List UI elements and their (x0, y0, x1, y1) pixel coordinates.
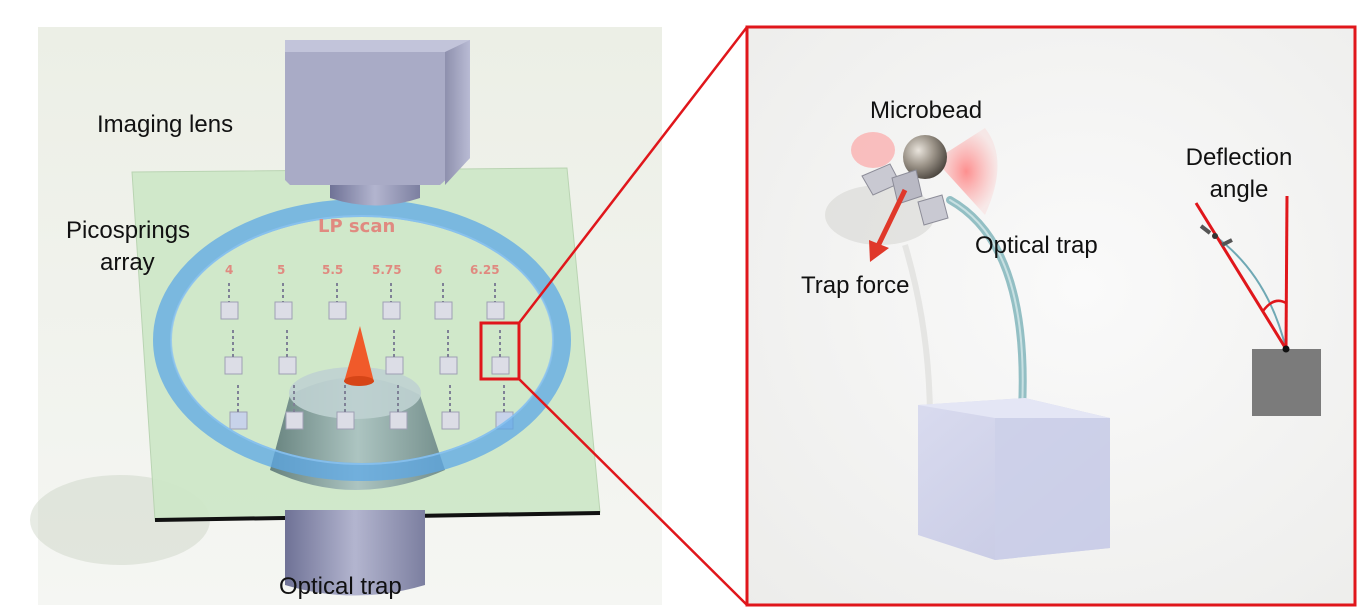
trap-cone-base (344, 376, 374, 386)
spring-block (389, 411, 408, 430)
column-label: 6 (434, 263, 443, 277)
picosprings-array (220, 283, 514, 430)
inset-clamp (1199, 224, 1212, 235)
spring-block (434, 301, 453, 320)
deflection-diagram (1194, 195, 1321, 416)
trap-force-arrowhead (869, 240, 889, 262)
inset-fiber (1214, 235, 1287, 350)
angle-arc (1261, 299, 1287, 312)
microbead (903, 135, 947, 179)
fiber-shadow (902, 244, 933, 421)
trap-cone (344, 326, 374, 382)
optical-fiber-highlight (949, 199, 1024, 411)
trap-force-arrow (875, 188, 908, 248)
zoom-source-box (479, 321, 521, 381)
base-cube-side (995, 418, 1110, 560)
scan-ring (153, 199, 571, 481)
zoom-connector-bottom (518, 378, 748, 606)
spring-block (441, 411, 460, 430)
label-picosprings-line2: array (100, 249, 155, 276)
optical-trap-cylinder (285, 510, 425, 596)
clamp-block (891, 169, 923, 205)
column-label: 5.75 (372, 263, 402, 277)
zoom-connector-top (518, 26, 748, 324)
label-optical-trap-overview: Optical trap (279, 573, 402, 600)
deflected-line (1194, 202, 1288, 350)
spring-block (274, 301, 293, 320)
label-deflection-line2: angle (1209, 176, 1269, 203)
label-picosprings-line1: Picosprings (66, 217, 191, 244)
label-deflection-line1: Deflection (1185, 144, 1293, 171)
reference-line (1284, 195, 1289, 350)
base-cube-top (918, 398, 1110, 418)
spring-block (491, 356, 510, 375)
laser-beam (935, 128, 998, 215)
label-imaging-lens: Imaging lens (97, 111, 234, 138)
laser-glow (851, 132, 895, 168)
scan-ring-inner (170, 215, 554, 465)
spring-block (439, 356, 458, 375)
inset-clamp (1221, 238, 1233, 247)
inset-base-block (1252, 349, 1321, 416)
column-label: 6.25 (470, 263, 500, 277)
inset-bead (1212, 233, 1218, 239)
column-label: 5.5 (322, 263, 344, 277)
objective-top (289, 367, 421, 419)
spring-block (229, 411, 248, 430)
spring-block (224, 356, 243, 375)
column-label: 5 (277, 263, 286, 277)
label-trap-force: Trap force (801, 272, 910, 299)
spring-block (382, 301, 401, 320)
label-optical-trap-zoom: Optical trap (975, 232, 1098, 259)
imaging-lens-top (285, 40, 470, 52)
zoom-frame (745, 25, 1357, 607)
label-microbead: Microbead (870, 97, 983, 124)
spring-block (328, 301, 347, 320)
spring-block (385, 356, 404, 375)
spring-block (220, 301, 239, 320)
imaging-lens-side (445, 40, 470, 185)
spring-block (486, 301, 505, 320)
label-lp-scan: LP scan (318, 216, 396, 237)
pivot-dot (1282, 345, 1290, 353)
spring-threads (228, 283, 505, 412)
imaging-lens-box (285, 40, 470, 185)
spring-block (278, 356, 297, 375)
column-label: 4 (225, 263, 234, 277)
clamp-block (917, 194, 949, 226)
spring-block (285, 411, 304, 430)
spring-block (336, 411, 355, 430)
